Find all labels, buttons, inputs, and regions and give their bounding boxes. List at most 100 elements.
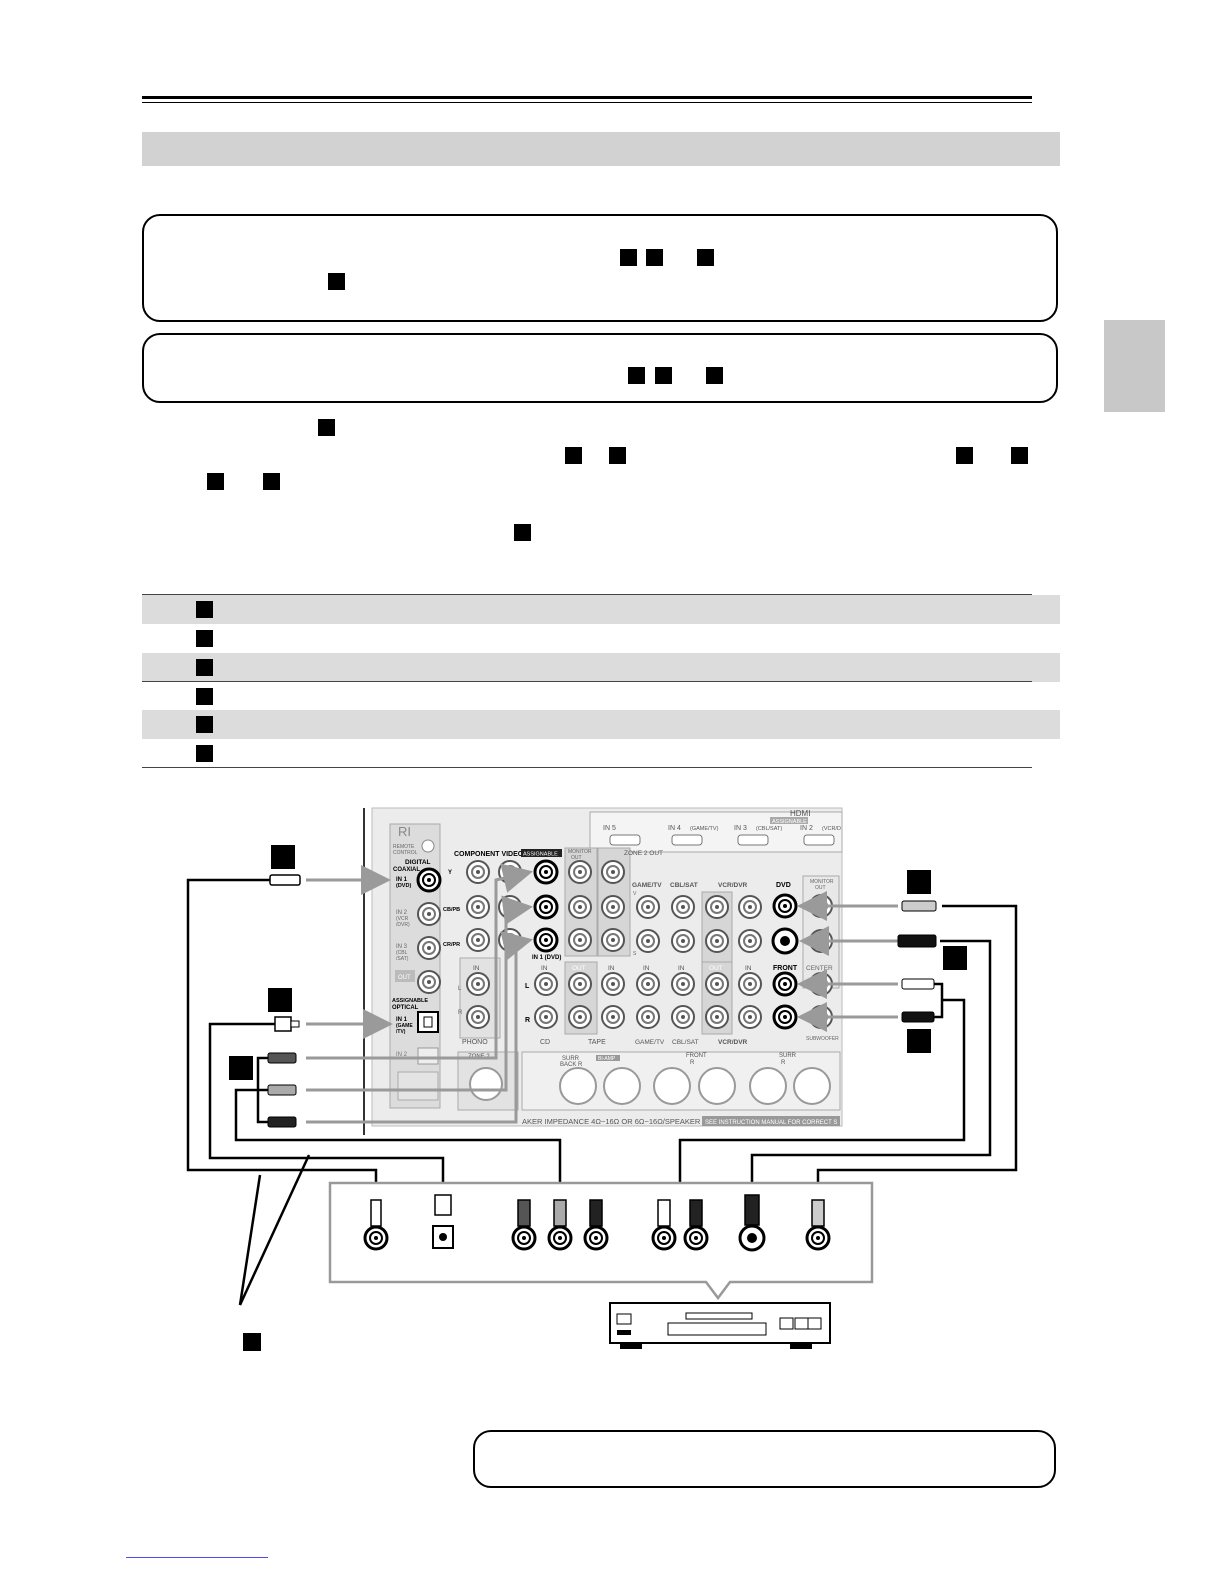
audio-jack [601, 972, 625, 996]
hdmi-in4-label: IN 4 [668, 825, 681, 832]
front-r-jack [772, 1004, 798, 1030]
hdmi-assignable-badge [770, 817, 808, 824]
video-jack [738, 895, 762, 919]
dvd-video-jack [772, 893, 798, 919]
marker-square [565, 447, 582, 464]
signal-arrows [306, 863, 898, 1124]
marker-square [706, 367, 723, 384]
source-cbl-sat: CBL/SAT [670, 882, 698, 889]
dvd-coax-out-jack [363, 1225, 389, 1251]
component-jack [498, 928, 522, 952]
marker-square [514, 524, 531, 541]
marker-square [263, 473, 280, 490]
audio-jack [705, 1005, 729, 1029]
speaker-terminal [653, 1067, 691, 1105]
bottom-source-game: GAME/TV [635, 1039, 665, 1046]
component-assignable-badge [521, 849, 562, 857]
surr-back-label-2: BACK R [560, 1062, 583, 1068]
speaker-terminal [559, 1067, 597, 1105]
audio-jack [636, 972, 660, 996]
optical-in1-source-2: /TV) [396, 1029, 406, 1035]
speaker-terminal [698, 1067, 736, 1105]
component-cr-label: CR/PR [443, 942, 460, 948]
marker-square [207, 473, 224, 490]
component-in1-pb-jack [533, 894, 559, 920]
hdmi-in3-label: IN 3 [734, 825, 747, 832]
table-row [142, 739, 1060, 768]
instruction-note-label: SEE INSTRUCTION MANUAL FOR CORRECT S [705, 1120, 837, 1126]
game-in-label: IN [643, 965, 650, 972]
zone2-out-jack [601, 895, 625, 919]
marker-square [620, 249, 637, 266]
component-y-label: Y [448, 870, 452, 876]
front-label: FRONT [773, 965, 798, 972]
video-row-s: S [633, 951, 637, 957]
video-jack [705, 895, 729, 919]
monitor-out-video-label-1: MONITOR [810, 879, 834, 885]
coax-in3-jack [417, 936, 441, 960]
dvd-svideo-jack-center [780, 936, 790, 946]
bottom-source-cbl: CBL/SAT [672, 1039, 699, 1046]
table-row [142, 595, 1060, 624]
chapter-side-tab [1104, 320, 1165, 412]
component-in1-pr-jack [533, 927, 559, 953]
component-in1-y-jack [533, 859, 559, 885]
audio-jack [636, 1005, 660, 1029]
coax-in1-source: (DVD) [396, 883, 411, 889]
video-jack [671, 895, 695, 919]
callout-box-secondary [142, 333, 1058, 403]
hdmi-port [671, 834, 703, 846]
coax-out-jack [417, 970, 441, 994]
ri-jack [421, 839, 435, 853]
monitor-out-label-1: MONITOR [568, 849, 592, 855]
marker-square [318, 419, 335, 436]
optical-in2-port [417, 1047, 439, 1065]
source-game-tv: GAME/TV [632, 882, 662, 889]
bottom-source-vcr: VCR/DVR [718, 1039, 748, 1046]
marker-square [1011, 447, 1028, 464]
marker-square [328, 273, 345, 290]
audio-jack [534, 1005, 558, 1029]
receiver-rear-panel: HDMI ASSIGNABLE IN 5 IN 4 (GAME/TV) IN 3… [363, 807, 843, 1135]
instruction-note-badge [702, 1116, 840, 1126]
tape-out-label: OUT [572, 965, 586, 972]
optical-label: OPTICAL [392, 1005, 419, 1011]
phono-r-label: R [458, 1010, 463, 1016]
coax-out-label: OUT [398, 975, 411, 981]
speaker-terminal [469, 1067, 503, 1101]
row-marker [196, 659, 213, 676]
monitor-out-label-2: OUT [571, 855, 582, 861]
hdmi-in2-source: (VCR/D [822, 826, 841, 832]
optical-in1-port-inner [423, 1016, 433, 1028]
row-marker [196, 745, 213, 762]
optical-in1-source-1: (GAME [396, 1023, 413, 1029]
row-marker [196, 716, 213, 733]
audio-jack [568, 1005, 592, 1029]
bi-amp-label: BI-AMP [598, 1056, 616, 1062]
monitor-out-jack [568, 895, 592, 919]
phono-jack [466, 1005, 490, 1029]
hdmi-port [803, 834, 835, 846]
coax-in3-source-1: (CBL [396, 950, 408, 956]
dvd-audio-r-jack [683, 1225, 709, 1251]
table-rule-mid [142, 681, 1032, 682]
subwoofer-label: SUBWOOFER [806, 1036, 839, 1042]
hdmi-in4-source: (GAME/TV) [690, 826, 719, 832]
hdmi-port [737, 834, 769, 846]
table-row [142, 653, 1060, 682]
monitor-out-jack [568, 860, 592, 884]
optical-in1-label: IN 1 [396, 1017, 408, 1023]
vcr-out-label: OUT [709, 965, 723, 972]
optical-extra-port [397, 1071, 439, 1101]
audio-jack [568, 972, 592, 996]
marker-square [655, 367, 672, 384]
dvd-component-pr-jack [583, 1225, 609, 1251]
dvd-component-y-jack [511, 1225, 537, 1251]
component-jack [498, 895, 522, 919]
front-l-jack [772, 971, 798, 997]
section-heading-bar [142, 132, 1060, 166]
optical-in2-label: IN 2 [396, 1052, 408, 1058]
hdmi-in3-source: (CBL/SAT) [756, 826, 782, 832]
coax-in2-label: IN 2 [396, 910, 408, 916]
surr-r-label-1: SURR [779, 1053, 797, 1059]
